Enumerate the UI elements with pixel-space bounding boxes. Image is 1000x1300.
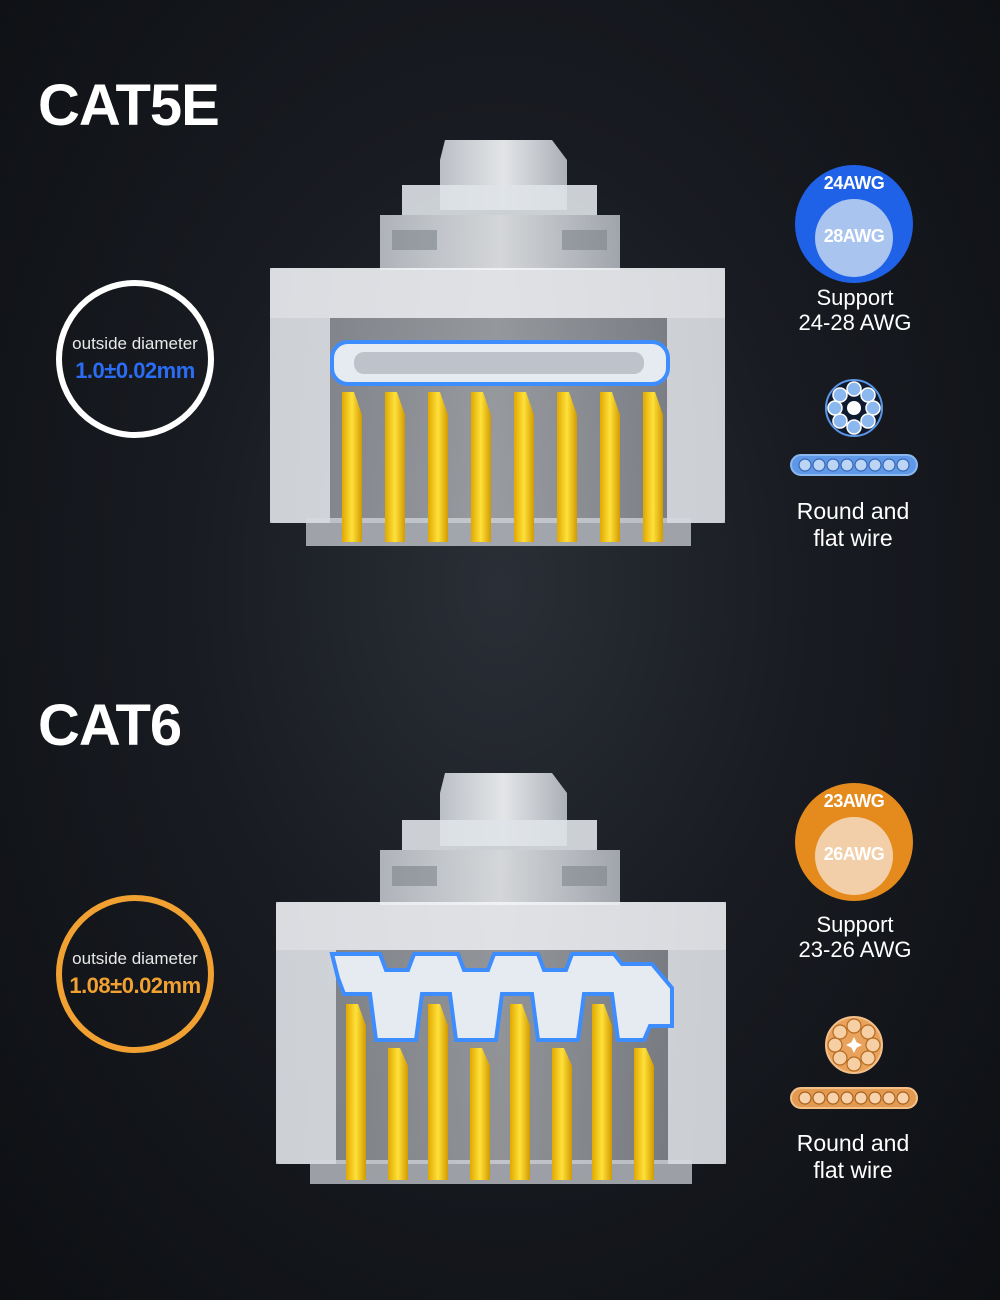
cat6-support-line1: Support — [816, 912, 894, 937]
cat5e-diameter-badge: outside diameter 1.0±0.02mm — [56, 280, 214, 438]
cat5e-awg-min: 28AWG — [823, 226, 885, 246]
rj45-connector-icon — [276, 773, 726, 1184]
cat5e-title: CAT5E — [38, 73, 220, 138]
cat6-title: CAT6 — [38, 693, 182, 758]
cat5e-support-line2: 24-28 AWG — [798, 310, 912, 335]
cat5e-support-text: Support 24-28 AWG — [770, 285, 940, 335]
cat5e-support-line1: Support — [816, 285, 894, 310]
cat6-wire-line1: Round and — [796, 1130, 910, 1156]
cat6-awg-max: 23AWG — [823, 791, 885, 811]
flat-wire-icon — [790, 454, 918, 476]
cat5e-wire-text: Round and flat wire — [770, 498, 936, 552]
cat5e-awg-inner-circle — [815, 199, 893, 277]
flat-wire-icon — [790, 1087, 918, 1109]
cat6-diameter-value: 1.08±0.02mm — [69, 973, 201, 998]
cat6-support-text: Support 23-26 AWG — [770, 912, 940, 962]
cat5e-section: CAT5E outside diameter 1.0±0.02mm — [0, 0, 1000, 640]
round-wire-icon — [825, 379, 883, 437]
cat5e-awg-badge: 24AWG 28AWG — [795, 165, 913, 283]
cat6-wire-text: Round and flat wire — [770, 1130, 936, 1184]
cat6-awg-inner-circle — [815, 817, 893, 895]
cat5e-wire-line1: Round and — [796, 498, 910, 524]
cat6-support-line2: 23-26 AWG — [798, 937, 912, 962]
round-wire-icon — [825, 1016, 883, 1074]
cat6-awg-badge: 23AWG 26AWG — [795, 783, 913, 901]
rj45-connector-icon — [270, 140, 725, 546]
cat5e-diameter-label: outside diameter — [72, 334, 198, 353]
cat6-section: CAT6 outside diameter 1.08±0.02mm — [0, 640, 1000, 1300]
cat6-wire-line2: flat wire — [813, 1157, 893, 1183]
cat6-diameter-label: outside diameter — [72, 949, 198, 968]
cat5e-diameter-value: 1.0±0.02mm — [75, 358, 195, 383]
cat6-diameter-badge: outside diameter 1.08±0.02mm — [56, 895, 214, 1053]
cat6-awg-min: 26AWG — [823, 844, 885, 864]
cat5e-wire-line2: flat wire — [813, 525, 893, 551]
cat5e-awg-max: 24AWG — [823, 173, 885, 193]
